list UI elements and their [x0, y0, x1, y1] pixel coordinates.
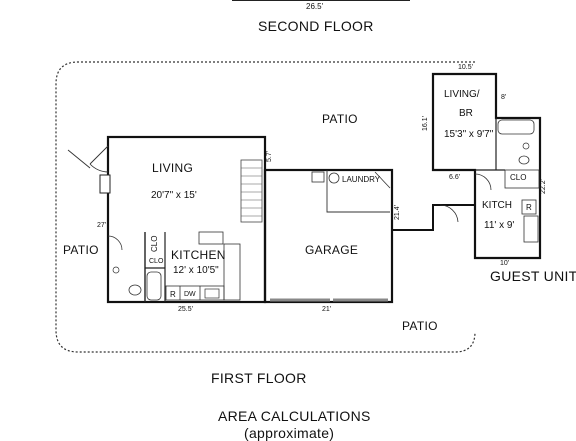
guest-left-dim: 16.1' [422, 116, 429, 131]
washer [311, 171, 325, 183]
toilet [128, 284, 142, 296]
area-calculations-subheading: (approximate) [244, 425, 335, 441]
second-floor-heading: SECOND FLOOR [258, 18, 374, 34]
top-dimension: 26.5' [306, 2, 324, 11]
guest-closet [504, 169, 540, 189]
guest-living-size: 15'3" x 9'7" [444, 129, 494, 140]
kitchen-label: KITCHEN [171, 248, 226, 262]
kitchen-size: 12' x 10'5" [173, 265, 219, 276]
first-floor-width-dim: 25.5' [178, 306, 193, 313]
fireplace [99, 174, 111, 194]
kitchen-counter-right [223, 243, 241, 301]
guest-refrigerator-label: R [526, 203, 532, 212]
patio-left-label: PATIO [63, 243, 99, 257]
kitchen-sink [204, 288, 220, 299]
guest-fridge-box [521, 199, 537, 215]
guest-unit-label: GUEST UNIT [490, 268, 576, 284]
first-floor-heading: FIRST FLOOR [211, 370, 307, 386]
stove [198, 231, 224, 245]
guest-living-label-line1: LIVING/ [444, 89, 480, 100]
kitchen-closet-label: CLO [150, 235, 159, 252]
refrigerator-label: R [170, 290, 176, 299]
guest-door-swing [474, 173, 492, 191]
staircase [240, 159, 263, 223]
floor-plan-drawing [55, 0, 542, 353]
guest-kitchen-size: 11' x 9' [484, 220, 515, 231]
stair-treads [241, 167, 262, 217]
kitchen-counter-bottom [165, 285, 225, 301]
laundry-label: LAUNDRY [342, 175, 381, 184]
guest-bath-walls [475, 118, 505, 171]
living-door-swing [89, 145, 109, 173]
guest-counter [523, 215, 539, 243]
living-room-label: LIVING [152, 161, 194, 175]
guest-unit-walls [431, 72, 542, 260]
bath-door-swing [107, 235, 123, 251]
living-room-size: 20'7" x 15' [151, 190, 197, 201]
laundry-partition [326, 170, 390, 213]
guest-kitchen-label: KITCH [482, 200, 512, 211]
guest-bottom-dim: 10' [500, 260, 510, 267]
bathtub [146, 271, 162, 301]
guest-notch-mid-dim: 6.6' [449, 174, 461, 181]
guest-living-label-line2: BR [459, 108, 473, 119]
guest-top-dim: 10.5' [458, 64, 473, 71]
first-floor-depth-dim: 27' [97, 222, 107, 229]
garage-walls [263, 168, 394, 304]
patio-bottom-label: PATIO [402, 319, 438, 333]
guest-bathtub [497, 119, 535, 135]
guest-toilet [518, 155, 530, 165]
dishwasher-label: DW [184, 291, 196, 298]
guest-notch-top-dim: 8' [501, 94, 507, 101]
dryer [328, 172, 340, 184]
garage-depth-dim: 21.4' [394, 205, 401, 220]
connector-walls [392, 204, 475, 231]
connector-door-swing [439, 204, 459, 223]
stair-width-dim: 5.7' [266, 150, 273, 162]
area-calculations-heading: AREA CALCULATIONS [218, 408, 371, 424]
garage-label: GARAGE [305, 243, 359, 257]
guest-sink [522, 142, 530, 150]
garage-width-dim: 21' [322, 306, 332, 313]
bath-closet-label: CLO [149, 258, 164, 265]
patio-outline [55, 61, 476, 353]
guest-right-dim: 22.2' [540, 179, 547, 194]
bath-sink [112, 266, 120, 274]
patio-top-label: PATIO [322, 112, 358, 126]
guest-closet-label: CLO [510, 173, 527, 182]
